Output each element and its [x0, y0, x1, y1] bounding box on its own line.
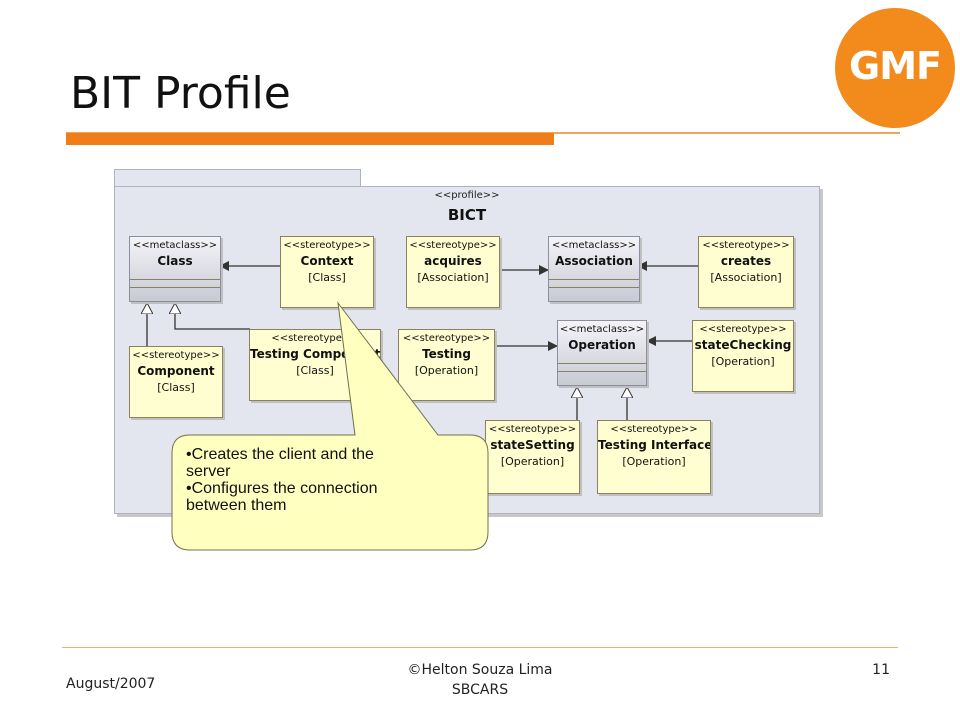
- class-stereotype: <<metaclass>>: [132, 240, 218, 251]
- component-stereotype: <<stereotype>>: [132, 350, 220, 361]
- association-stereotype: <<metaclass>>: [551, 240, 637, 251]
- package-name: BICT: [447, 206, 487, 224]
- component-name: Component: [137, 364, 215, 378]
- testing-interface-tag: [Operation]: [622, 455, 686, 468]
- creates-tag: [Association]: [710, 271, 782, 284]
- package-tab: [114, 169, 361, 188]
- gmf-logo: GMF: [835, 8, 955, 128]
- footer-date: August/2007: [66, 676, 156, 692]
- metaclass-class[interactable]: <<metaclass>> Class: [129, 236, 221, 302]
- callout-text: •Creates the client and the server •Conf…: [186, 446, 476, 514]
- footer-event: SBCARS: [451, 682, 509, 698]
- callout-balloon: [171, 301, 489, 551]
- gmf-logo-text: GMF: [849, 44, 942, 88]
- callout-item-2-line-1: •Configures the connection: [186, 480, 378, 497]
- metaclass-association[interactable]: <<metaclass>> Association: [548, 236, 640, 302]
- metaclass-operation[interactable]: <<metaclass>> Operation: [557, 320, 647, 386]
- stereotype-state-setting[interactable]: <<stereotype>> stateSetting [Operation]: [485, 420, 580, 494]
- acquires-tag: [Association]: [417, 271, 489, 284]
- testing-component-tag: [Class]: [296, 364, 334, 377]
- state-checking-tag: [Operation]: [711, 355, 775, 368]
- acquires-stereotype: <<stereotype>>: [409, 240, 497, 251]
- stereotype-creates[interactable]: <<stereotype>> creates [Association]: [698, 236, 794, 308]
- package-stereotype: <<profile>>: [434, 190, 500, 201]
- footer-author: ©Helton Souza Lima: [407, 662, 553, 678]
- state-checking-name: stateChecking: [694, 338, 792, 352]
- callout-item-2-line-2: between them: [186, 497, 287, 514]
- state-setting-name: stateSetting: [490, 438, 575, 452]
- stereotype-state-checking[interactable]: <<stereotype>> stateChecking [Operation]: [692, 320, 794, 392]
- class-name: Class: [157, 254, 193, 268]
- gen-testingcomponent-class: [175, 303, 250, 330]
- state-checking-stereotype: <<stereotype>>: [699, 324, 787, 335]
- testing-interface-name: Testing Interface: [598, 438, 711, 452]
- component-tag: [Class]: [157, 381, 195, 394]
- slide-title: BIT Profile: [70, 68, 291, 119]
- state-setting-tag: [Operation]: [500, 455, 565, 468]
- association-name: Association: [555, 254, 633, 268]
- testing-stereotype: <<stereotype>>: [402, 333, 491, 344]
- operation-name: Operation: [568, 338, 636, 352]
- testing-component-stereotype: <<stereotype>>: [271, 333, 359, 344]
- acquires-name: acquires: [424, 254, 482, 268]
- testing-name: Testing: [422, 347, 471, 361]
- stereotype-context[interactable]: <<stereotype>> Context [Class]: [280, 236, 374, 308]
- context-name: Context: [300, 254, 354, 268]
- callout-item-1-line-2: server: [186, 463, 231, 480]
- context-stereotype: <<stereotype>>: [283, 240, 371, 251]
- stereotype-testing[interactable]: <<stereotype>> Testing [Operation]: [398, 329, 495, 401]
- testing-interface-stereotype: <<stereotype>>: [610, 424, 698, 435]
- creates-stereotype: <<stereotype>>: [702, 240, 790, 251]
- callout-item-1-line-1: •Creates the client and the: [186, 446, 374, 463]
- state-setting-stereotype: <<stereotype>>: [488, 424, 577, 435]
- title-rule-thick: [66, 133, 554, 145]
- testing-tag: [Operation]: [414, 364, 479, 377]
- operation-stereotype: <<metaclass>>: [559, 324, 645, 335]
- context-tag: [Class]: [308, 271, 346, 284]
- footer-rule: [62, 647, 898, 648]
- footer-page-number: 11: [872, 662, 890, 678]
- stereotype-testing-interface[interactable]: <<stereotype>> Testing Interface [Operat…: [597, 420, 711, 494]
- stereotype-component[interactable]: <<stereotype>> Component [Class]: [129, 346, 223, 418]
- stereotype-acquires[interactable]: <<stereotype>> acquires [Association]: [406, 236, 500, 308]
- creates-name: creates: [720, 254, 772, 268]
